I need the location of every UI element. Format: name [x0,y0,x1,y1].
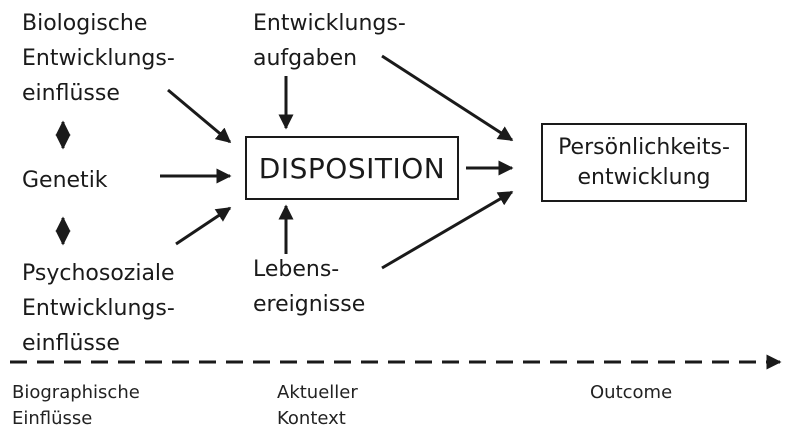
arrow-bio-to-disposition [167,88,232,144]
timeline-label-biographical: Biographische Einflüsse [12,382,140,429]
node-genetics: Genetik [22,168,108,193]
personality-development-box: Persönlichkeits- entwicklung [541,123,747,202]
arrow-aufgaben-to-outcome [381,54,514,142]
node-psychosocial-influences: Psychosoziale Entwicklungs- einflüsse [22,261,175,356]
timeline-label-outcome: Outcome [590,382,673,403]
timeline-label-current-context: Aktueller Kontext [277,382,358,429]
arrow-psycho-to-disposition [175,206,232,246]
node-developmental-tasks: Entwicklungs- aufgaben [253,11,406,71]
arrow-lebens-to-outcome [381,190,514,270]
node-life-events: Lebens- ereignisse [253,257,366,317]
disposition-box: DISPOSITION [245,136,459,200]
node-biological-influences: Biologische Entwicklungs- einflüsse [22,11,175,106]
